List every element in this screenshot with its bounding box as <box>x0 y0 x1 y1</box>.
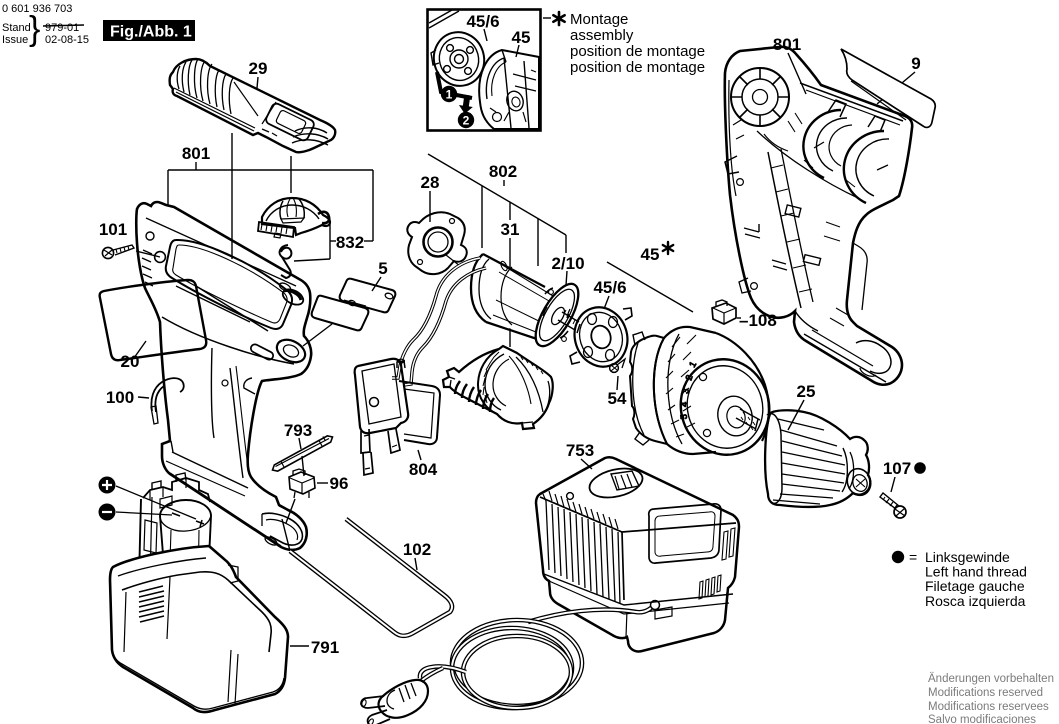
svg-text:96: 96 <box>330 474 349 493</box>
svg-text:Rosca izquierda: Rosca izquierda <box>925 593 1026 609</box>
svg-text:9: 9 <box>911 54 920 73</box>
svg-text:Filetage gauche: Filetage gauche <box>925 578 1025 594</box>
svg-text:801: 801 <box>773 35 801 54</box>
svg-text:29: 29 <box>249 59 268 78</box>
svg-text:0 601 936 703: 0 601 936 703 <box>2 3 72 15</box>
svg-text:Änderungen vorbehalten: Änderungen vorbehalten <box>928 673 1054 685</box>
svg-text:45/6: 45/6 <box>593 278 626 297</box>
svg-text:Montage: Montage <box>570 11 628 28</box>
svg-text:101: 101 <box>99 220 127 239</box>
svg-text:position de montage: position de montage <box>570 59 705 76</box>
svg-text:753: 753 <box>566 441 594 460</box>
svg-text:}: } <box>29 10 40 48</box>
svg-text:–108: –108 <box>739 311 777 330</box>
svg-text:1: 1 <box>446 88 453 102</box>
svg-text:2: 2 <box>683 374 694 382</box>
svg-text:45: 45 <box>512 28 531 47</box>
svg-text:Modifications reserved: Modifications reserved <box>928 687 1043 699</box>
svg-text:2/10: 2/10 <box>551 254 584 273</box>
svg-text:Stand: Stand <box>2 22 31 34</box>
svg-text:107: 107 <box>883 459 911 478</box>
svg-text:25: 25 <box>797 382 816 401</box>
svg-text:Left hand thread: Left hand thread <box>925 564 1027 580</box>
svg-text:3: 3 <box>680 388 691 395</box>
svg-text:4: 4 <box>679 402 689 407</box>
svg-text:Modifications reservees: Modifications reservees <box>928 701 1049 713</box>
svg-text:793: 793 <box>284 421 312 440</box>
svg-text:=: = <box>909 549 917 565</box>
svg-text:5: 5 <box>378 259 387 278</box>
svg-text:5: 5 <box>679 414 689 420</box>
svg-text:791: 791 <box>311 638 339 657</box>
svg-text:1: 1 <box>687 360 698 369</box>
svg-text:100: 100 <box>106 388 134 407</box>
svg-text:Salvo modificaciones: Salvo modificaciones <box>928 714 1036 724</box>
svg-text:801: 801 <box>182 144 210 163</box>
svg-text:assembly: assembly <box>570 27 634 44</box>
svg-text:45: 45 <box>641 245 660 264</box>
svg-text:804: 804 <box>409 460 438 479</box>
svg-text:31: 31 <box>501 220 520 239</box>
svg-text:Issue: Issue <box>2 34 28 46</box>
svg-text:54: 54 <box>608 389 627 408</box>
svg-text:802: 802 <box>489 162 517 181</box>
svg-text:979-01: 979-01 <box>45 22 79 34</box>
svg-text:Linksgewinde: Linksgewinde <box>925 549 1010 565</box>
svg-text:02-08-15: 02-08-15 <box>45 34 89 46</box>
svg-text:28: 28 <box>421 173 440 192</box>
svg-text:832: 832 <box>336 233 364 252</box>
svg-text:102: 102 <box>403 540 431 559</box>
svg-text:position de montage: position de montage <box>570 43 705 60</box>
svg-text:2: 2 <box>463 114 470 128</box>
svg-text:Fig./Abb. 1: Fig./Abb. 1 <box>110 24 192 41</box>
svg-text:45/6: 45/6 <box>466 12 499 31</box>
